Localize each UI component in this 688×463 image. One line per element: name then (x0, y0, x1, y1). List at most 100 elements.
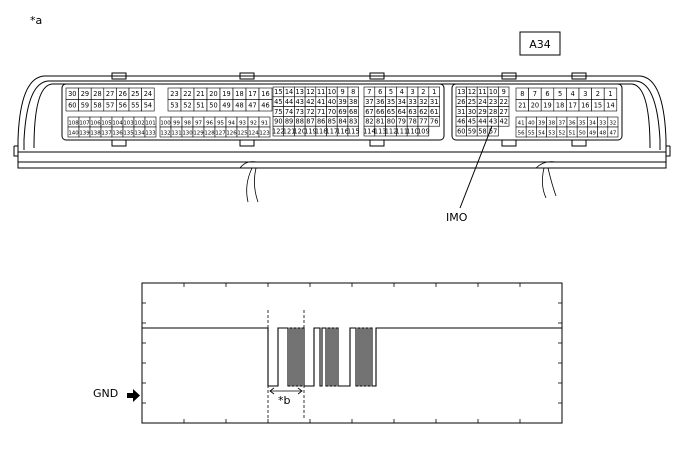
pin-number: 102 (134, 120, 144, 126)
pin-number: 69 (338, 108, 346, 116)
pin-number: 26 (119, 90, 127, 98)
pin-number: 2 (421, 88, 425, 96)
pin-number: 84 (338, 118, 346, 126)
pin-number: 117 (326, 127, 339, 135)
pin-number: 10 (328, 88, 336, 96)
pin-number: 21 (518, 102, 526, 110)
pin-number: 44 (478, 118, 486, 126)
note-b-label: *b (278, 394, 291, 407)
pin-cell (428, 116, 440, 127)
pin-number: 46 (261, 102, 269, 110)
pin-number: 94 (228, 120, 235, 126)
pin-number: 93 (239, 120, 246, 126)
pin-number: 57 (489, 127, 497, 135)
pin-number: 8 (520, 90, 524, 98)
pin-number: 58 (478, 127, 486, 135)
pin-number: 1 (608, 90, 612, 98)
pin-number: 97 (195, 120, 202, 126)
pin-number: 70 (328, 108, 336, 116)
pin-number: 47 (609, 130, 616, 136)
pin-number: 54 (144, 102, 152, 110)
oscilloscope-frame (141, 282, 563, 424)
pin-number: 33 (599, 120, 606, 126)
pin-number: 38 (548, 120, 555, 126)
pin-cell (498, 116, 510, 127)
pin-number: 20 (209, 90, 217, 98)
pin-number: 110 (406, 127, 419, 135)
pin-number: 29 (81, 90, 89, 98)
harness-wires (239, 161, 557, 203)
connector-right-block (451, 83, 623, 141)
pin-number: 77 (419, 118, 427, 126)
pin-number: 19 (222, 90, 230, 98)
pin-number: 13 (457, 88, 465, 96)
pin-number: 6 (378, 88, 382, 96)
pin-number: 127 (215, 130, 225, 136)
pin-number: 100 (160, 120, 171, 126)
pin-number: 120 (293, 127, 306, 135)
pin-number: 28 (93, 90, 101, 98)
pin-number: 47 (248, 102, 256, 110)
pin-number: 131 (171, 130, 181, 136)
pin-number: 68 (349, 108, 357, 116)
pin-number: 7 (533, 90, 537, 98)
pin-number: 99 (173, 120, 180, 126)
pin-number: 91 (261, 120, 268, 126)
pin-number: 125 (237, 130, 247, 136)
pin-number: 22 (183, 90, 191, 98)
pin-number: 63 (408, 108, 416, 116)
pin-number: 43 (296, 98, 304, 106)
pin-number: 52 (183, 102, 191, 110)
pin-number: 32 (419, 98, 427, 106)
pin-cell (258, 99, 273, 112)
pin-cell (347, 125, 359, 137)
pin-number: 90 (274, 118, 282, 126)
pin-number: 30 (68, 90, 76, 98)
pin-number: 15 (274, 88, 282, 96)
pin-number: 112 (385, 127, 398, 135)
pin-number: 36 (569, 120, 576, 126)
pin-number: 118 (315, 127, 328, 135)
pin-number: 106 (90, 120, 101, 126)
pin-number: 12 (306, 88, 314, 96)
pin-number: 103 (123, 120, 133, 126)
pin-number: 104 (112, 120, 123, 126)
pin-number: 18 (556, 102, 564, 110)
pin-number: 50 (579, 130, 586, 136)
pin-number: 41 (317, 98, 325, 106)
pin-number: 36 (376, 98, 384, 106)
pin-number: 5 (389, 88, 393, 96)
pin-number: 44 (285, 98, 293, 106)
pin-number: 30 (468, 108, 476, 116)
pin-number: 98 (184, 120, 191, 126)
pin-number: 59 (81, 102, 89, 110)
pin-number: 129 (193, 130, 204, 136)
pin-number: 111 (396, 127, 409, 135)
pin-number: 124 (248, 130, 259, 136)
pin-number: 49 (222, 102, 230, 110)
pin-number: 25 (131, 90, 139, 98)
pin-number: 42 (306, 98, 314, 106)
pin-number: 57 (106, 102, 114, 110)
pin-number: 87 (306, 118, 314, 126)
pin-number: 50 (209, 102, 217, 110)
pin-number: 38 (349, 98, 357, 106)
pin-number: 49 (589, 130, 596, 136)
pin-number: 51 (196, 102, 204, 110)
pin-number: 42 (500, 118, 508, 126)
pin-number: 55 (528, 130, 535, 136)
pin-number: 8 (351, 88, 355, 96)
pin-number: 31 (430, 98, 438, 106)
pin-number: 123 (259, 130, 269, 136)
pin-cell (141, 99, 155, 112)
pin-number: 17 (248, 90, 256, 98)
pin-number: 134 (134, 130, 145, 136)
pin-number: 4 (400, 88, 404, 96)
pin-number: 67 (365, 108, 373, 116)
pin-number: 27 (106, 90, 114, 98)
pin-number: 41 (518, 120, 525, 126)
pin-number: 20 (531, 102, 539, 110)
waveform-trace (142, 327, 562, 387)
pin-number: 85 (328, 118, 336, 126)
